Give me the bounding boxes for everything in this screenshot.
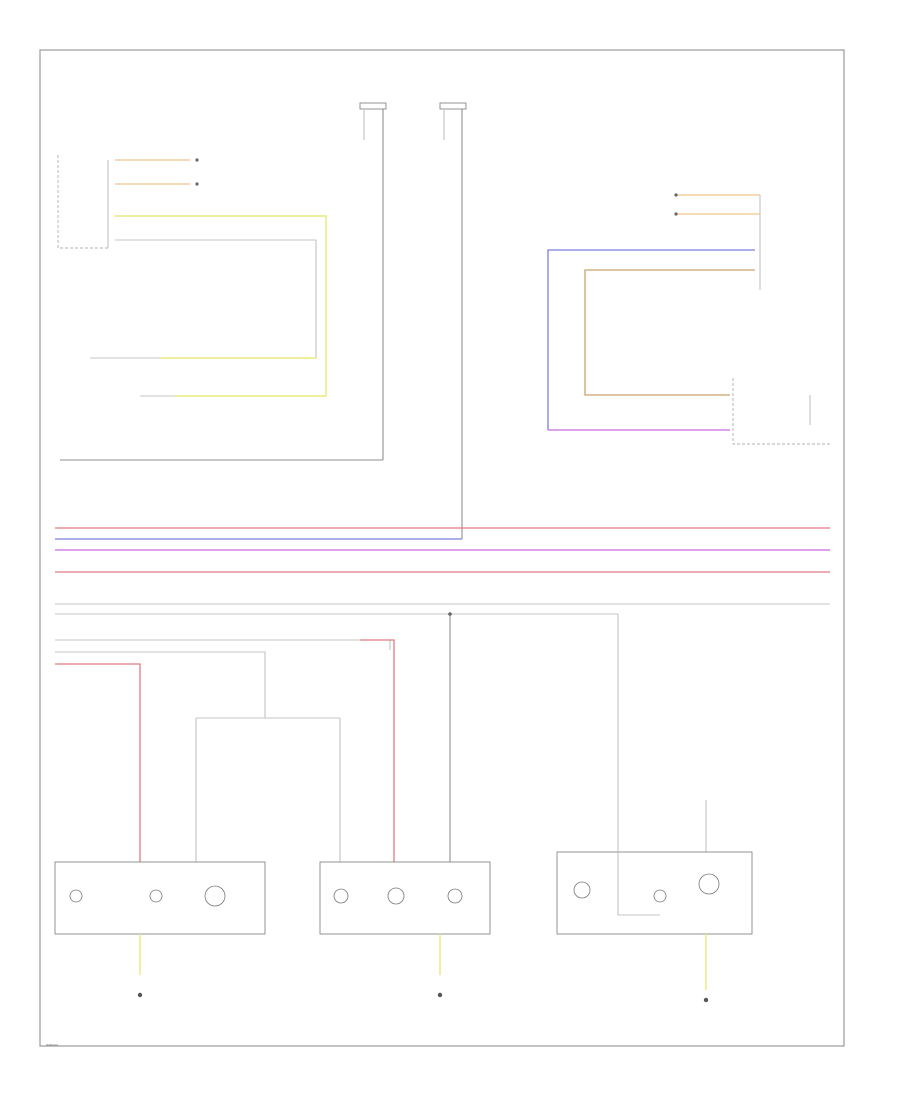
left-switch-assembly [57, 155, 383, 461]
fuse-source-1 [359, 102, 387, 460]
diagram-border [39, 49, 845, 1047]
right-switch-assembly [547, 193, 832, 445]
lower-feed-wires [55, 612, 707, 862]
lamp-assembly-right [556, 851, 753, 1003]
lamp-assembly-left [54, 861, 266, 998]
footer-code: W0000-0 [46, 1043, 59, 1047]
bus-wires [55, 527, 830, 615]
fuse-source-2 [439, 102, 467, 530]
lamp-assembly-center [319, 861, 491, 998]
